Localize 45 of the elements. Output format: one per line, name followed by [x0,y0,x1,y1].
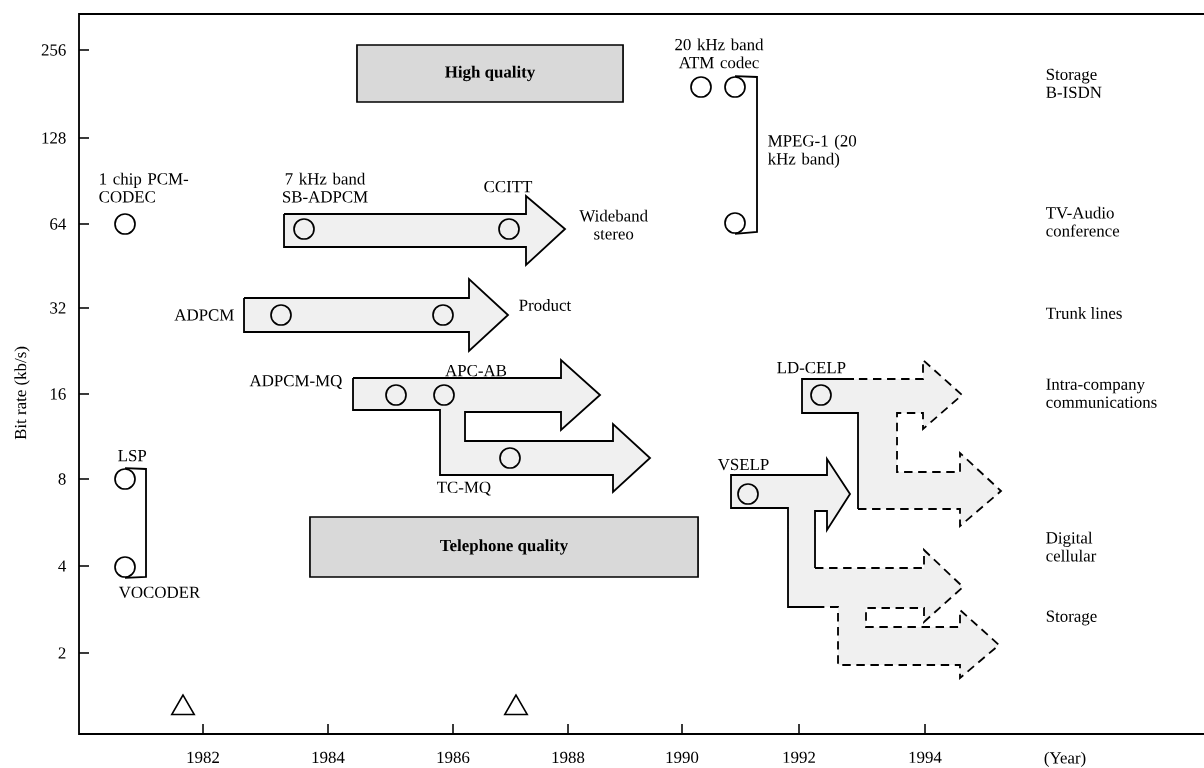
tick-label: 1992 [783,751,815,763]
marker-label: VOCODER [118,586,201,599]
application-label: Trunk lines [1046,307,1122,319]
outcome-label: Product [519,299,572,311]
axis-title: Bit rate (kb/s) [14,346,30,440]
bracket-line [734,75,758,235]
tick-label: 1984 [312,751,345,764]
tick-label: 16 [50,388,66,400]
application-label: Storage [1046,610,1097,626]
application-label: Storage B-ISDN [1046,68,1102,98]
marker-label: LD-CELP [777,361,846,374]
tick-label: 1982 [187,751,219,764]
marker-label: TC-MQ [437,481,491,496]
tick-label: 1988 [552,751,585,764]
circle-marker [724,212,746,234]
tick-label: 2 [58,647,66,659]
bracket-line [124,467,147,579]
tick-label: 1994 [909,751,942,763]
marker-label: 7 kHz band SB-ADPCM [283,172,368,203]
marker-label: APC-AB [445,364,507,377]
application-label: TV-Audio conference [1046,206,1120,237]
tick-label: 4 [58,560,67,572]
outcome-label: Wideband stereo [579,209,648,240]
application-label: Digital cellular [1046,531,1097,562]
tick-label: 8 [58,473,66,485]
marker-label: ADPCM-MQ [249,375,342,389]
marker-label: ADPCM [174,309,234,321]
tick-label: 1986 [437,751,470,764]
quality-band: High quality [356,44,624,103]
outcome-label: (Year) [1044,751,1086,767]
tick-label: 256 [41,44,66,56]
tick-label: 128 [42,132,66,144]
tick-label: 64 [50,218,67,230]
tick-label: 32 [50,302,66,314]
quality-band: Telephone quality [309,516,699,578]
circle-marker [432,304,454,326]
marker-label: 20 kHz band ATM codec [675,38,764,69]
marker-label: CCITT [484,180,533,193]
marker-label: VSELP [717,458,769,471]
tick-label: 1990 [666,751,699,764]
edge-label: MPEG-1 (20 kHz band) [768,134,857,168]
marker-label: 1 chip PCM-CODEC [99,172,189,203]
application-label: Intra-company communications [1046,378,1157,408]
marker-label: LSP [118,449,147,462]
circle-marker [724,76,746,98]
